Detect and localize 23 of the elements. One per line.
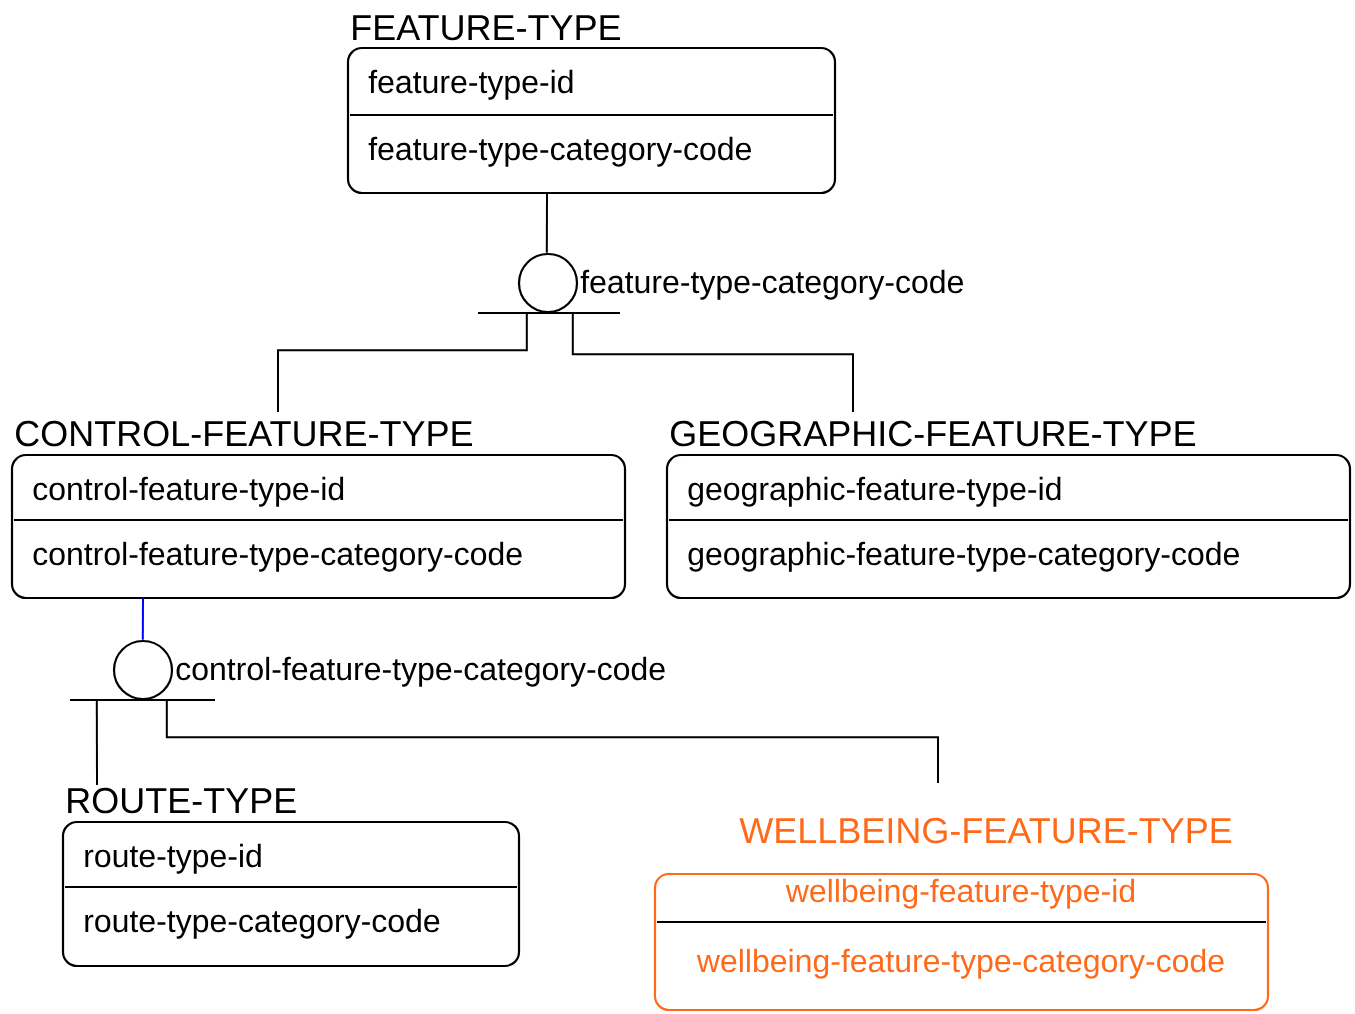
attribute-text: wellbeing-feature-type-category-code <box>696 948 1224 979</box>
entity-name: GEOGRAPHIC-FEATURE-TYPE <box>671 420 1196 447</box>
attribute-text: control-feature-type-category-code <box>33 541 522 572</box>
attribute-text: geographic-feature-type-category-code <box>688 541 1239 572</box>
attribute-text: geographic-feature-type-id <box>688 476 1061 507</box>
entity-name: WELLBEING-FEATURE-TYPE <box>739 817 1232 844</box>
entity-name: ROUTE-TYPE <box>68 787 296 814</box>
connector-line <box>95 699 98 786</box>
discriminator-label: control-feature-type-category-code <box>176 656 665 687</box>
connector-line <box>545 192 548 254</box>
connector-line <box>165 699 939 784</box>
attribute-text: feature-type-id <box>368 69 573 100</box>
connector-line <box>277 312 528 413</box>
attribute-text: route-type-category-code <box>85 908 440 939</box>
entity-name: CONTROL-FEATURE-TYPE <box>16 420 472 447</box>
attribute-text: feature-type-category-code <box>368 136 751 167</box>
attribute-text: control-feature-type-id <box>33 476 344 507</box>
connector-line <box>571 312 854 413</box>
attribute-text: wellbeing-feature-type-id <box>785 878 1135 909</box>
attribute-text: route-type-id <box>85 843 261 874</box>
entity-name: FEATURE-TYPE <box>353 15 620 41</box>
discriminator-label: feature-type-category-code <box>580 269 963 300</box>
connector-line <box>141 597 144 641</box>
